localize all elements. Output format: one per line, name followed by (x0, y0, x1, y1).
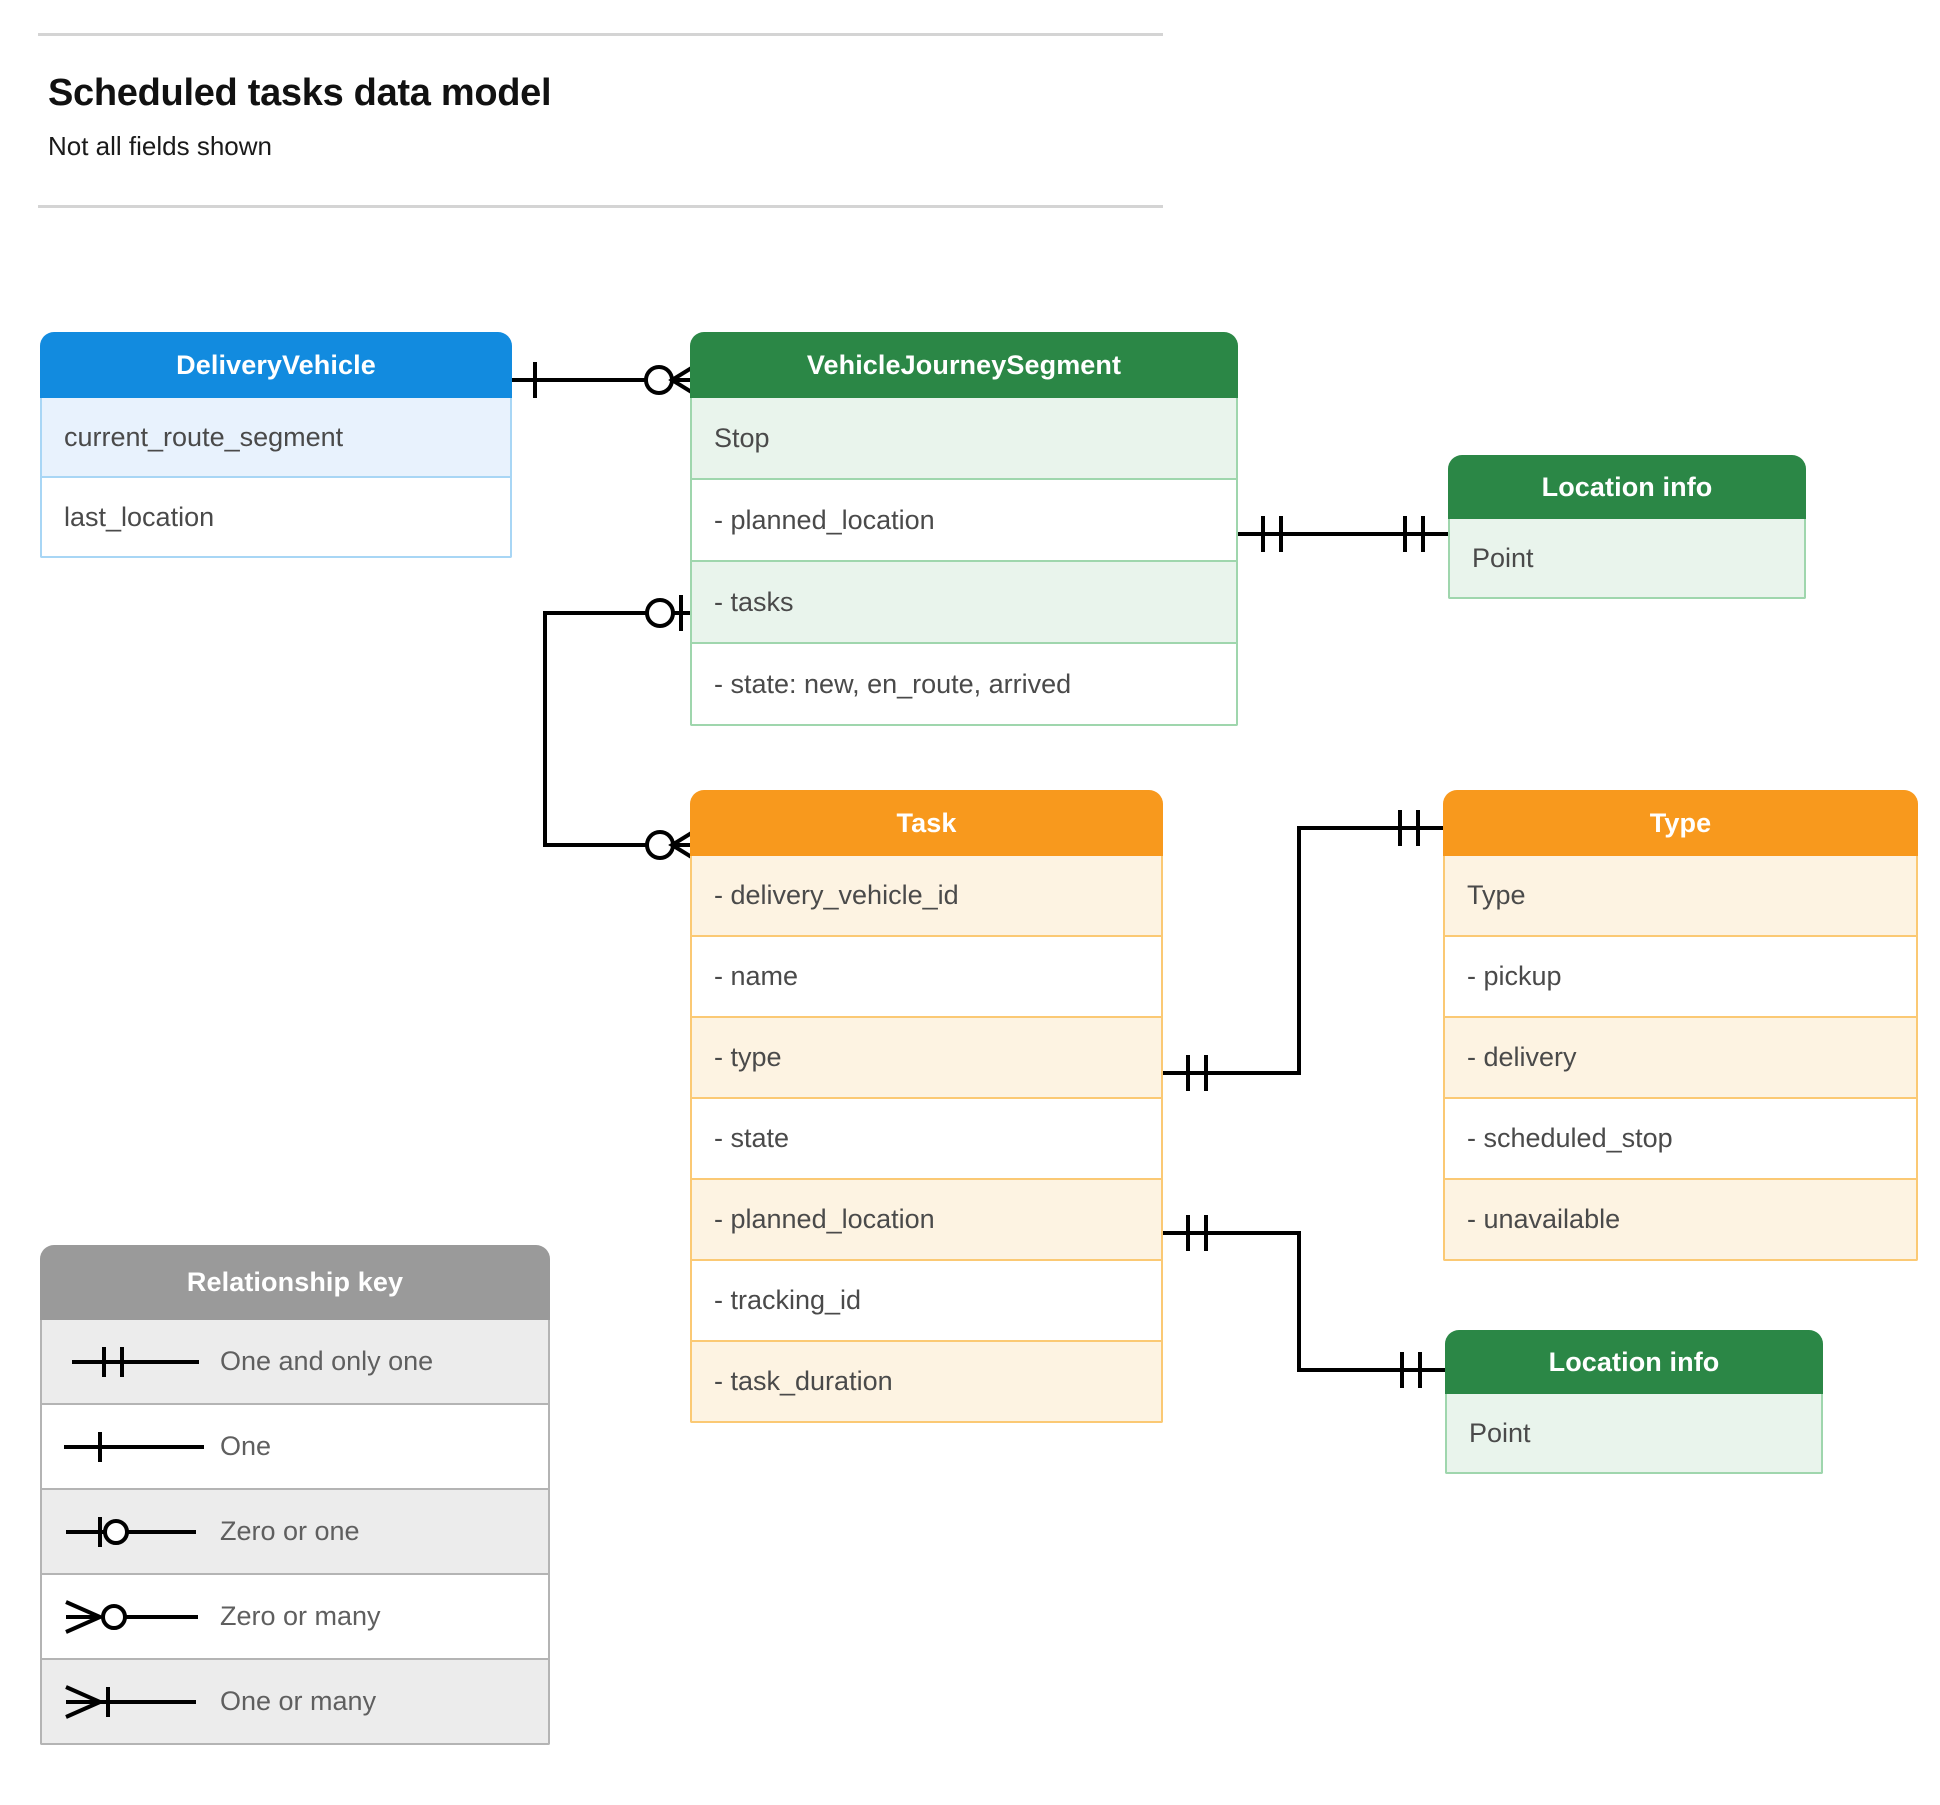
page-subtitle: Not all fields shown (48, 131, 272, 161)
field-vjs-tasks[interactable]: - tasks (690, 562, 1238, 644)
entity-delivery-vehicle[interactable]: DeliveryVehicle current_route_segment la… (40, 332, 512, 558)
zero-or-one-icon (42, 1512, 220, 1552)
legend-item-one-and-only-one[interactable]: One and only one (40, 1320, 550, 1405)
entity-type-title: Type (1443, 790, 1918, 856)
one-and-only-one-icon (42, 1342, 220, 1382)
one-or-many-icon (42, 1682, 220, 1722)
field-task-planned-location[interactable]: - planned_location (690, 1180, 1163, 1261)
entity-location-info-bottom-title: Location info (1445, 1330, 1823, 1394)
page-title: Scheduled tasks data model (48, 72, 552, 114)
legend-item-one-or-many[interactable]: One or many (40, 1660, 550, 1745)
entity-location-info-top-title: Location info (1448, 455, 1806, 519)
legend-item-label: One (220, 1431, 272, 1461)
legend-item-label: One and only one (220, 1346, 434, 1376)
legend-title: Relationship key (40, 1245, 550, 1320)
field-task-state[interactable]: - state (690, 1099, 1163, 1180)
field-type-pickup[interactable]: - pickup (1443, 937, 1918, 1018)
header-divider-bottom (38, 205, 1163, 208)
field-type-unavailable[interactable]: - unavailable (1443, 1180, 1918, 1261)
entity-task-title: Task (690, 790, 1163, 856)
entity-location-info-bottom[interactable]: Location info Point (1445, 1330, 1823, 1474)
field-task-delivery-vehicle-id[interactable]: - delivery_vehicle_id (690, 856, 1163, 937)
legend-item-one[interactable]: One (40, 1405, 550, 1490)
entity-delivery-vehicle-title: DeliveryVehicle (40, 332, 512, 398)
field-type-type[interactable]: Type (1443, 856, 1918, 937)
legend-item-zero-or-many[interactable]: Zero or many (40, 1575, 550, 1660)
entity-task[interactable]: Task - delivery_vehicle_id - name - type… (690, 790, 1163, 1423)
field-vjs-planned-location[interactable]: - planned_location (690, 480, 1238, 562)
field-task-type[interactable]: - type (690, 1018, 1163, 1099)
field-task-name[interactable]: - name (690, 937, 1163, 1018)
entity-vehicle-journey-segment-title: VehicleJourneySegment (690, 332, 1238, 398)
entity-type[interactable]: Type Type - pickup - delivery - schedule… (1443, 790, 1918, 1261)
field-type-scheduled-stop[interactable]: - scheduled_stop (1443, 1099, 1918, 1180)
one-icon (42, 1427, 220, 1467)
field-current-route-segment[interactable]: current_route_segment (40, 398, 512, 478)
field-task-task-duration[interactable]: - task_duration (690, 1342, 1163, 1423)
legend-item-label: One or many (220, 1686, 377, 1716)
legend-item-zero-or-one[interactable]: Zero or one (40, 1490, 550, 1575)
legend-item-label: Zero or many (220, 1601, 381, 1631)
header-divider-top (38, 33, 1163, 36)
field-location-info-bottom-point[interactable]: Point (1445, 1394, 1823, 1474)
legend-item-label: Zero or one (220, 1516, 360, 1546)
field-task-tracking-id[interactable]: - tracking_id (690, 1261, 1163, 1342)
legend-relationship-key[interactable]: Relationship key One and only one (40, 1245, 550, 1745)
zero-or-many-icon (42, 1597, 220, 1637)
entity-location-info-top[interactable]: Location info Point (1448, 455, 1806, 599)
field-last-location[interactable]: last_location (40, 478, 512, 558)
field-location-info-top-point[interactable]: Point (1448, 519, 1806, 599)
field-type-delivery[interactable]: - delivery (1443, 1018, 1918, 1099)
field-stop[interactable]: Stop (690, 398, 1238, 480)
entity-vehicle-journey-segment[interactable]: VehicleJourneySegment Stop - planned_loc… (690, 332, 1238, 726)
field-vjs-state[interactable]: - state: new, en_route, arrived (690, 644, 1238, 726)
